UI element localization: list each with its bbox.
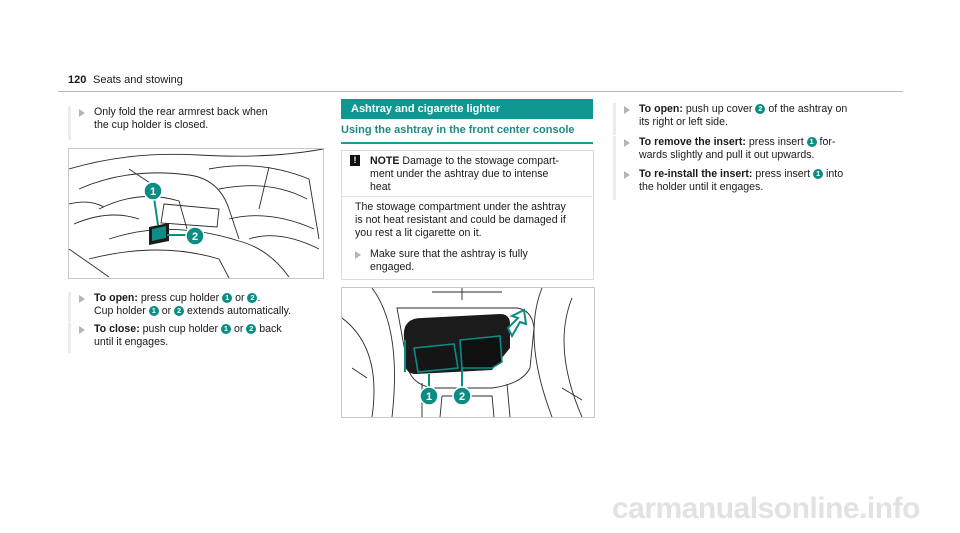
header-rule: [58, 91, 903, 92]
page-title: Seats and stowing: [93, 74, 183, 86]
callout-1: 1: [426, 391, 432, 403]
intro-line-2: the cup holder is closed.: [94, 119, 209, 131]
section-heading: Ashtray and cigarette lighter: [341, 99, 593, 119]
ashtray-open-step: To open: push up cover 2 of the ashtray …: [613, 103, 873, 135]
subsection-rule: [341, 142, 593, 144]
note-box: [341, 150, 594, 280]
callout-2: 2: [192, 231, 198, 243]
reinstall-insert-step: To re-install the insert: press insert 1…: [613, 168, 873, 200]
step-bar: [68, 106, 71, 140]
callout-2-inline: 2: [247, 293, 258, 303]
step-arrow-icon: [79, 109, 85, 117]
note-body: The stowage compartment under the ashtra…: [355, 201, 566, 239]
step-arrow-icon: [79, 326, 85, 334]
cup-holder-illustration: 1 2: [68, 148, 324, 279]
ashtray-illustration: 1 2: [341, 287, 595, 418]
console-drawing: 1 2: [341, 287, 583, 418]
callout-1: 1: [150, 186, 156, 198]
note-divider: [342, 196, 592, 197]
note-header: NOTE Damage to the stowage compart- ment…: [370, 155, 560, 193]
step-arrow-icon: [624, 139, 630, 147]
step-arrow-icon: [624, 171, 630, 179]
close-step: To close: push cup holder 1 or 2 back un…: [68, 323, 323, 353]
subsection-heading: Using the ashtray in the front center co…: [341, 124, 575, 136]
remove-insert-step: To remove the insert: press insert 1 for…: [613, 136, 873, 168]
step-arrow-icon: [355, 251, 361, 259]
intro-line-1: Only fold the rear armrest back when: [94, 106, 268, 118]
rear-seat-drawing: 1 2: [68, 148, 324, 279]
page-number: 120: [68, 74, 87, 86]
step-arrow-icon: [624, 106, 630, 114]
open-step: To open: press cup holder 1 or 2. Cup ho…: [68, 292, 323, 322]
warning-icon: !: [350, 155, 360, 166]
intro-step: Only fold the rear armrest back when the…: [68, 106, 323, 140]
watermark: carmanualsonline.info: [612, 492, 920, 525]
callout-1-inline: 1: [222, 293, 233, 303]
step-arrow-icon: [79, 295, 85, 303]
note-step: Make sure that the ashtray is fully enga…: [344, 248, 584, 276]
callout-2: 2: [459, 391, 465, 403]
